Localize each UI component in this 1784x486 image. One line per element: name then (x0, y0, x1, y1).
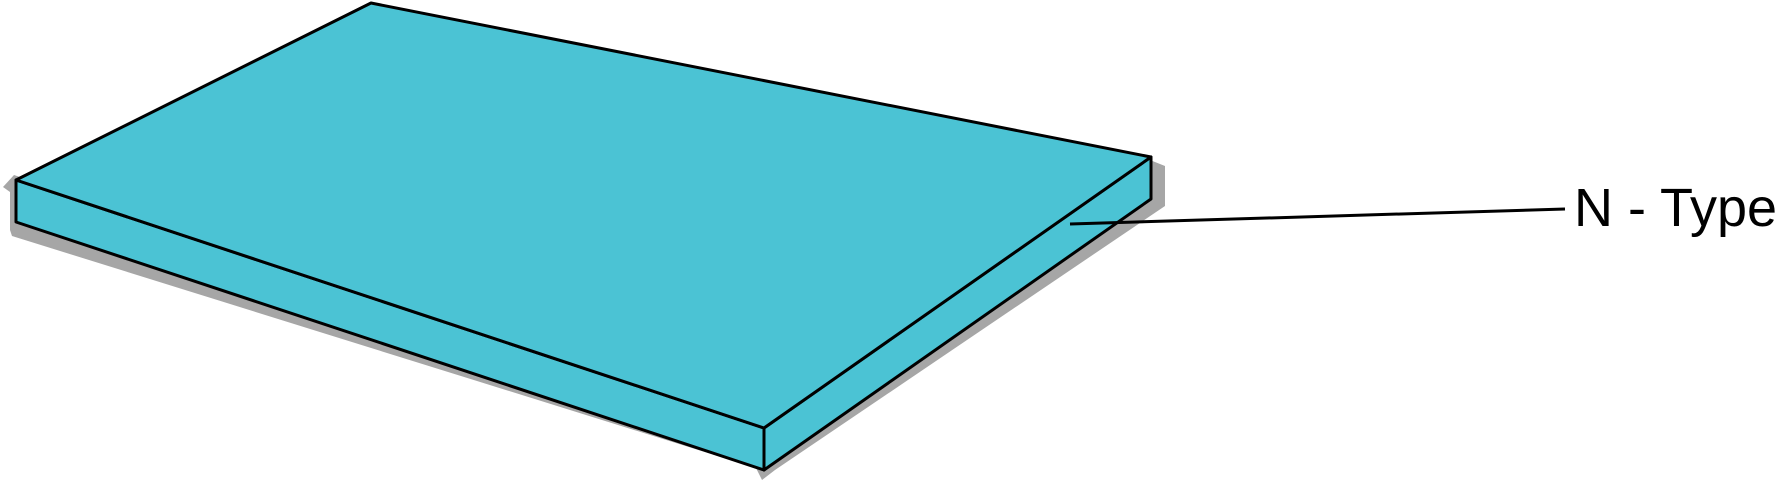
n-type-label: N - Type (1574, 178, 1778, 238)
wafer-shadow (3, 160, 1165, 480)
label-leader-line (1069, 207, 1566, 226)
wafer-top-face (14, 1, 1153, 430)
